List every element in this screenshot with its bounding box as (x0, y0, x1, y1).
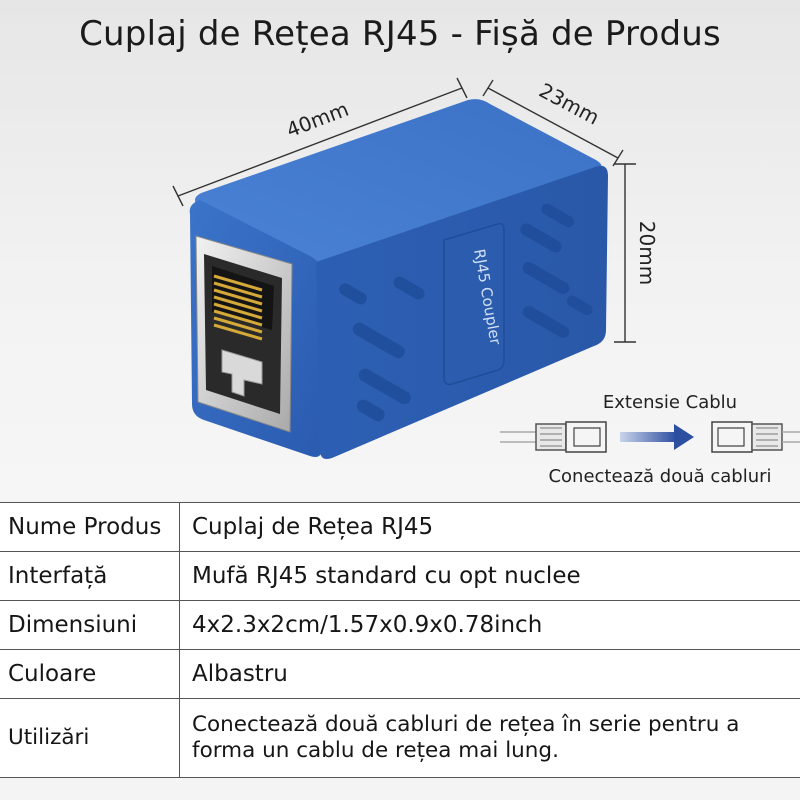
coupler-illustration: 40mm 23mm 20mm (172, 77, 800, 459)
spec-key: Interfață (0, 551, 180, 601)
table-row: Interfață Mufă RJ45 standard cu opt nucl… (0, 551, 800, 601)
spec-key: Utilizări (0, 698, 180, 778)
dimension-width-label: 23mm (535, 78, 603, 129)
spec-key: Culoare (0, 649, 180, 699)
left-plug-icon (535, 421, 607, 453)
spec-value: Conectează două cabluri de rețea în seri… (179, 698, 800, 778)
right-plug-icon (711, 421, 783, 453)
spec-key: Dimensiuni (0, 600, 180, 650)
cable-extension-diagram (500, 421, 800, 453)
table-row: Culoare Albastru (0, 649, 800, 699)
spec-value: Mufă RJ45 standard cu opt nuclee (179, 551, 800, 601)
extension-title: Extensie Cablu (602, 392, 738, 413)
spec-value: Albastru (179, 649, 800, 699)
spec-value: Cuplaj de Rețea RJ45 (179, 502, 800, 552)
dimension-height: 20mm (614, 163, 659, 343)
table-row: Utilizări Conectează două cabluri de reț… (0, 698, 800, 778)
arrow-icon (620, 424, 694, 450)
spec-value: 4x2.3x2cm/1.57x0.9x0.78inch (179, 600, 800, 650)
extension-caption: Conectează două cabluri (548, 466, 772, 487)
table-row: Nume Produs Cuplaj de Rețea RJ45 (0, 502, 800, 552)
page-title: Cuplaj de Rețea RJ45 - Fișă de Produs (79, 14, 721, 54)
dimension-height-label: 20mm (635, 221, 659, 285)
spec-key: Nume Produs (0, 502, 180, 552)
dimension-length-label: 40mm (283, 97, 352, 142)
rj45-port (195, 235, 293, 433)
table-row: Dimensiuni 4x2.3x2cm/1.57x0.9x0.78inch (0, 600, 800, 650)
spec-table: Nume Produs Cuplaj de Rețea RJ45 Interfa… (0, 502, 800, 778)
